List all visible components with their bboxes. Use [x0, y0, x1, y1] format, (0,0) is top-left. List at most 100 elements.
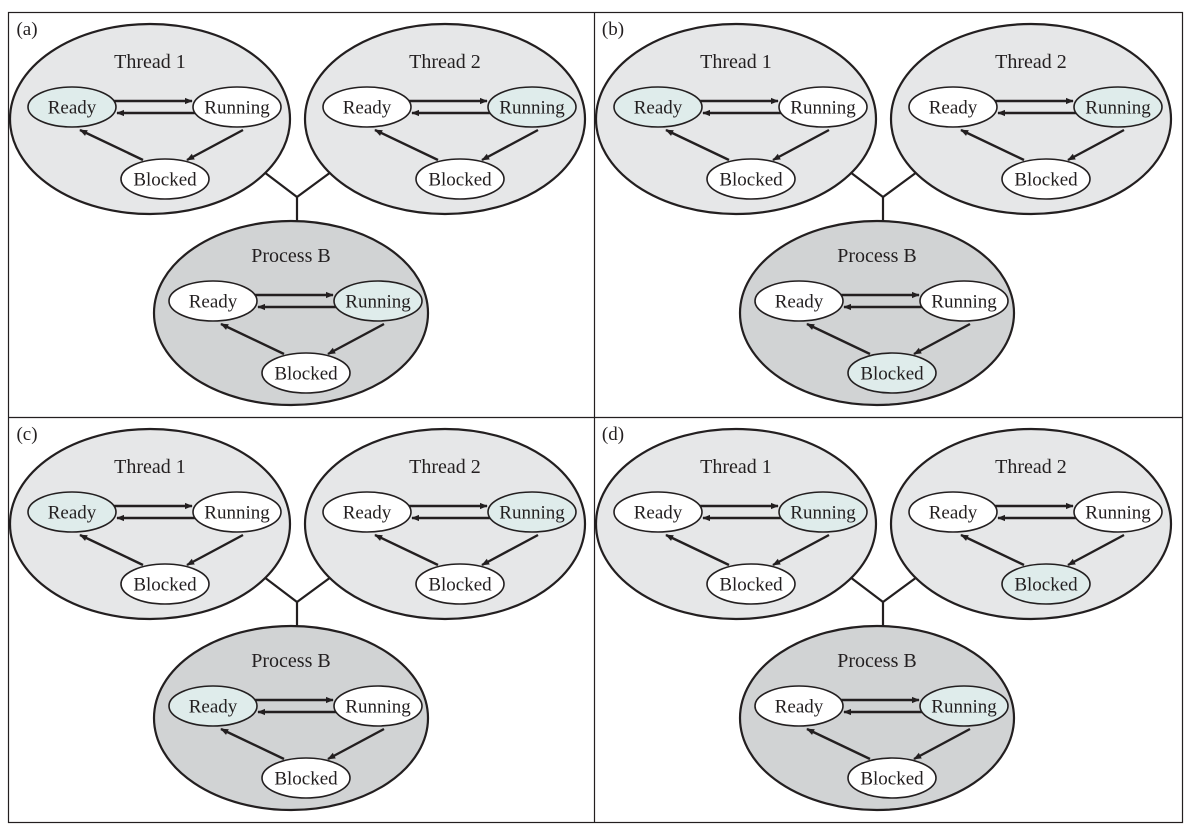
thread-ellipse [8, 22, 292, 216]
state-blocked-label: Blocked [719, 575, 783, 596]
group-title: Thread 2 [409, 456, 481, 478]
arrow-running-to-blocked [186, 533, 244, 567]
state-ready-label: Ready [775, 697, 824, 718]
arrow-blocked-to-ready [220, 322, 285, 356]
arrow-running-to-blocked [772, 128, 830, 162]
process-ellipse [152, 219, 430, 407]
state-blocked-label: Blocked [274, 364, 338, 385]
arrow-blocked-to-ready [79, 128, 144, 162]
state-ready: Ready [613, 491, 703, 533]
arrow-blocked-to-ready [79, 533, 144, 567]
state-ready: Ready [27, 86, 117, 128]
group-title: Process B [837, 650, 916, 672]
state-running-label: Running [345, 292, 411, 313]
process-ellipse [738, 219, 1016, 407]
state-ready: Ready [908, 86, 998, 128]
panel-tag: (a) [16, 19, 37, 40]
state-ready-ellipse [908, 491, 998, 533]
state-blocked-label: Blocked [133, 575, 197, 596]
state-running-label: Running [204, 503, 270, 524]
state-running-ellipse [919, 280, 1009, 322]
group-title: Process B [837, 245, 916, 267]
panel-tag: (c) [16, 424, 37, 445]
state-blocked-ellipse [706, 563, 796, 605]
state-blocked-ellipse [261, 352, 351, 394]
state-blocked: Blocked [261, 757, 351, 799]
state-running-ellipse [487, 86, 577, 128]
panel-tag: (d) [602, 424, 624, 445]
state-blocked: Blocked [706, 563, 796, 605]
arrow-running-to-blocked [913, 727, 971, 761]
thread-ellipse [889, 427, 1173, 621]
group-title: Thread 2 [409, 51, 481, 73]
state-running: Running [778, 86, 868, 128]
state-blocked: Blocked [415, 563, 505, 605]
state-ready-ellipse [613, 491, 703, 533]
thread-ellipse [889, 22, 1173, 216]
arrow-blocked-to-ready [960, 533, 1025, 567]
state-blocked: Blocked [415, 158, 505, 200]
arrow-blocked-to-ready [374, 128, 439, 162]
state-blocked-ellipse [415, 158, 505, 200]
state-blocked-ellipse [847, 352, 937, 394]
state-ready-label: Ready [929, 98, 978, 119]
thread-ellipse [303, 427, 587, 621]
state-blocked-label: Blocked [719, 170, 783, 191]
state-blocked: Blocked [1001, 563, 1091, 605]
group-title: Thread 1 [114, 51, 186, 73]
state-ready-ellipse [613, 86, 703, 128]
state-blocked-label: Blocked [274, 769, 338, 790]
state-blocked: Blocked [847, 352, 937, 394]
state-running-label: Running [790, 503, 856, 524]
state-ready-label: Ready [48, 503, 97, 524]
state-running-ellipse [192, 491, 282, 533]
state-ready-ellipse [27, 491, 117, 533]
state-ready: Ready [613, 86, 703, 128]
state-ready: Ready [754, 685, 844, 727]
state-ready-ellipse [754, 280, 844, 322]
state-running-label: Running [204, 98, 270, 119]
process-ellipse [738, 624, 1016, 812]
state-blocked: Blocked [847, 757, 937, 799]
state-ready: Ready [908, 491, 998, 533]
state-blocked-label: Blocked [860, 364, 924, 385]
arrow-blocked-to-ready [806, 727, 871, 761]
arrow-running-to-blocked [186, 128, 244, 162]
arrow-blocked-to-ready [665, 128, 730, 162]
state-blocked-label: Blocked [1014, 575, 1078, 596]
state-ready-label: Ready [343, 503, 392, 524]
arrow-blocked-to-ready [806, 322, 871, 356]
state-blocked: Blocked [261, 352, 351, 394]
arrow-running-to-blocked [481, 128, 539, 162]
arrow-running-to-blocked [1067, 128, 1125, 162]
group-connector [849, 576, 918, 604]
state-running: Running [919, 280, 1009, 322]
state-ready-ellipse [754, 685, 844, 727]
state-running-ellipse [1073, 86, 1163, 128]
state-ready-ellipse [168, 685, 258, 727]
state-ready: Ready [322, 86, 412, 128]
state-ready: Ready [322, 491, 412, 533]
state-running: Running [487, 491, 577, 533]
thread-ellipse [594, 22, 878, 216]
process-ellipse [152, 624, 430, 812]
state-blocked: Blocked [120, 563, 210, 605]
state-running: Running [333, 685, 423, 727]
state-blocked-label: Blocked [860, 769, 924, 790]
state-running: Running [192, 491, 282, 533]
state-running-ellipse [333, 685, 423, 727]
group-title: Thread 1 [114, 456, 186, 478]
state-ready: Ready [168, 685, 258, 727]
state-ready-label: Ready [634, 98, 683, 119]
state-blocked-label: Blocked [428, 575, 492, 596]
